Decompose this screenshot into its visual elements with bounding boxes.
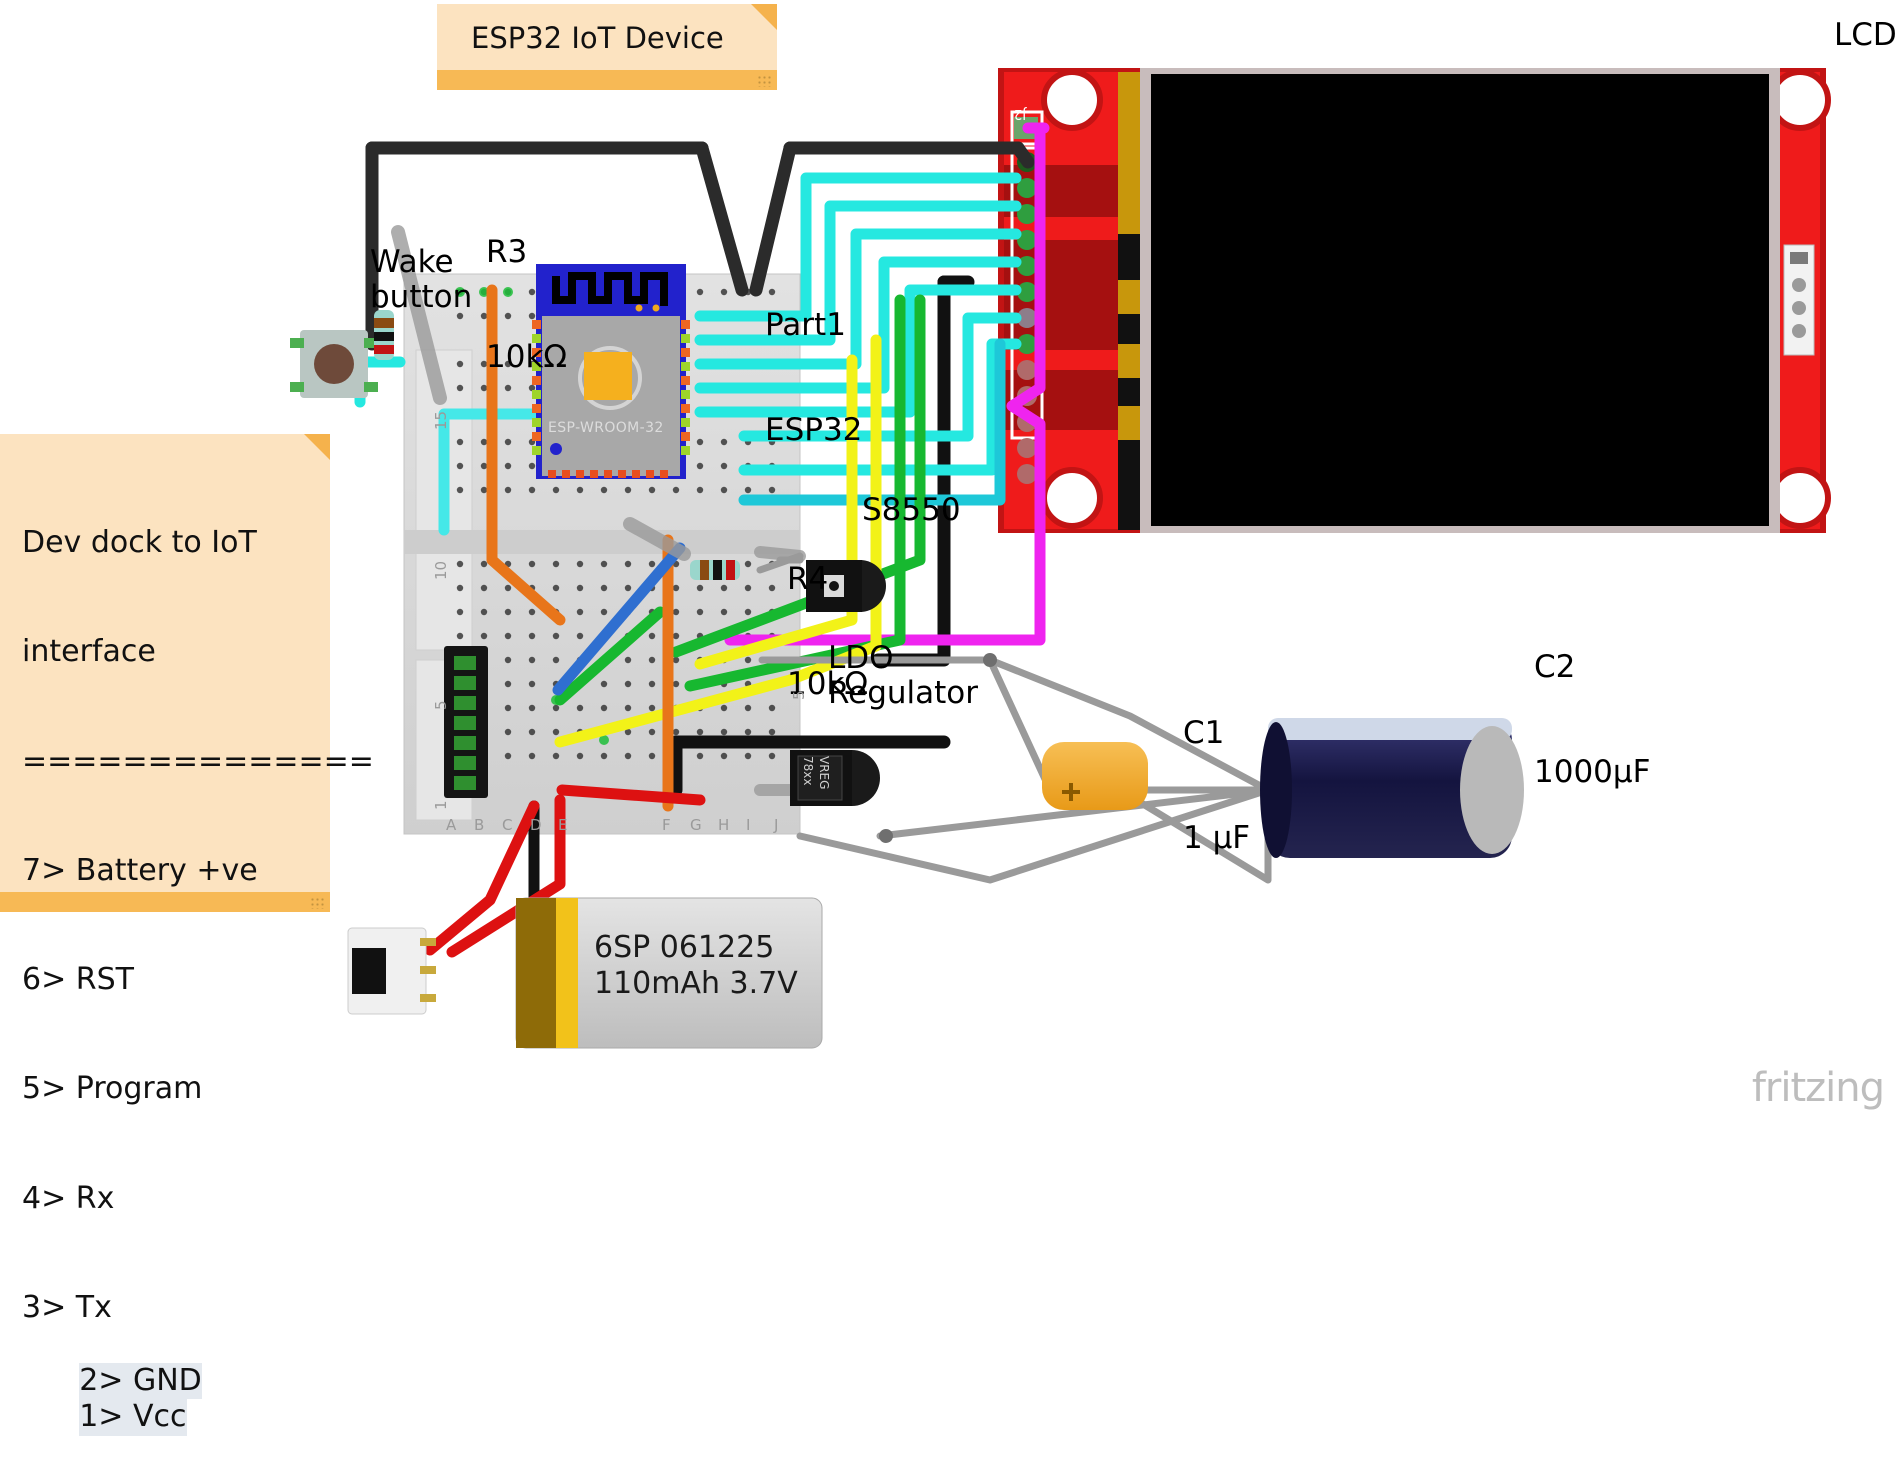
note-fold-icon [751, 4, 777, 30]
breadboard-row-10: 10 [432, 560, 450, 580]
vreg-silkscreen-line1: VREG [817, 756, 831, 790]
breadboard-col-E: E [558, 816, 568, 834]
lcd-module [998, 68, 1831, 533]
note-fold-icon [304, 434, 330, 460]
breadboard-col-D: D [530, 816, 542, 834]
note-interface-body: Dev dock to IoT interface ==============… [22, 452, 374, 1472]
label-part1-value: ESP32 [765, 411, 863, 448]
vreg-silkscreen-line2: 78xx [801, 756, 815, 786]
esp32-module [532, 264, 690, 479]
note-resize-handle-icon[interactable] [310, 897, 324, 909]
pin-item-2: 2> GND [79, 1362, 202, 1400]
breadboard-row-15: 15 [432, 410, 450, 430]
pin-item-5: 5> Program [22, 1071, 203, 1107]
voltage-regulator [790, 750, 880, 806]
lipo-battery [515, 897, 823, 1049]
battery-capacity-text: 110mAh 3.7V [594, 966, 798, 1001]
label-r4-name: R4 [787, 561, 829, 598]
breadboard-col-B: B [474, 816, 485, 834]
transistor-s8550 [806, 560, 886, 612]
label-ldo-regulator: LDO Regulator [828, 640, 979, 711]
breadboard-col-G: G [690, 816, 702, 834]
label-lcd: LCD [1834, 17, 1897, 53]
wake-button-component[interactable] [290, 330, 378, 398]
breadboard-col-F: F [662, 816, 671, 834]
label-r4-value: 10kΩ [787, 665, 869, 702]
label-s8550: S8550 [862, 492, 961, 528]
label-r3-name: R3 [486, 234, 528, 271]
breadboard-col-C: C [502, 816, 513, 834]
pin-item-6: 6> RST [22, 962, 134, 998]
pin-item-7: 7> Battery +ve [22, 852, 258, 888]
capacitor-c1 [1042, 742, 1148, 810]
note-dev-dock-interface[interactable]: Dev dock to IoT interface ==============… [0, 434, 374, 1436]
pin-item-3: 3> Tx [22, 1290, 112, 1326]
resistor-r3 [374, 310, 394, 360]
slide-switch[interactable] [347, 927, 436, 1015]
breadboard-col-I: I [746, 816, 751, 834]
pin-item-4: 4> Rx [22, 1180, 115, 1216]
note-esp32-iot-device[interactable]: ESP32 IoT Device [437, 4, 777, 90]
label-r4: R4 10kΩ [787, 493, 868, 771]
capacitor-c2 [1260, 718, 1524, 858]
breadboard-col-H: H [718, 816, 730, 834]
note-footer [0, 892, 330, 912]
breadboard-row-5-right: 5 [790, 690, 808, 700]
label-c2-name: C2 [1534, 649, 1576, 686]
label-part1: Part1 ESP32 [765, 239, 862, 517]
fritzing-breadboard-canvas: ESP32 IoT Device Dev dock to IoT interfa… [0, 4, 1897, 1436]
battery-model-text: 6SP 061225 [594, 930, 775, 965]
note-footer [437, 70, 777, 90]
wire-group [354, 122, 1275, 958]
label-c2: C2 1000µF [1534, 581, 1650, 859]
label-c1-name: C1 [1183, 715, 1225, 752]
resistor-r4 [690, 560, 740, 580]
note-line-1: Dev dock to IoT [22, 524, 257, 560]
pin-item-1: 1> Vcc [79, 1399, 187, 1436]
note-line-2: interface [22, 634, 156, 670]
label-c2-value: 1000µF [1534, 753, 1651, 790]
note-resize-handle-icon[interactable] [757, 75, 771, 87]
wiring-layer [290, 68, 1831, 1049]
label-c1-value: 1 µF [1183, 819, 1251, 856]
label-part1-name: Part1 [765, 307, 846, 344]
breadboard-row-1: 1 [432, 800, 450, 810]
breadboard-row-5: 5 [432, 700, 450, 710]
esp-module-silkscreen: ESP-WROOM-32 [548, 420, 664, 436]
label-wake-button: Wake button [370, 244, 473, 315]
lcd-header-label-j2: J2 [1014, 106, 1027, 121]
label-r3: R3 10kΩ [486, 166, 567, 444]
note-divider: ============== [22, 743, 374, 779]
breadboard-col-A: A [446, 816, 457, 834]
breadboard-col-J: J [774, 816, 779, 834]
fritzing-watermark: fritzing [1751, 1065, 1885, 1111]
label-r3-value: 10kΩ [486, 338, 568, 375]
note-title-text: ESP32 IoT Device [471, 21, 724, 55]
label-c1: C1 1 µF [1183, 647, 1250, 925]
